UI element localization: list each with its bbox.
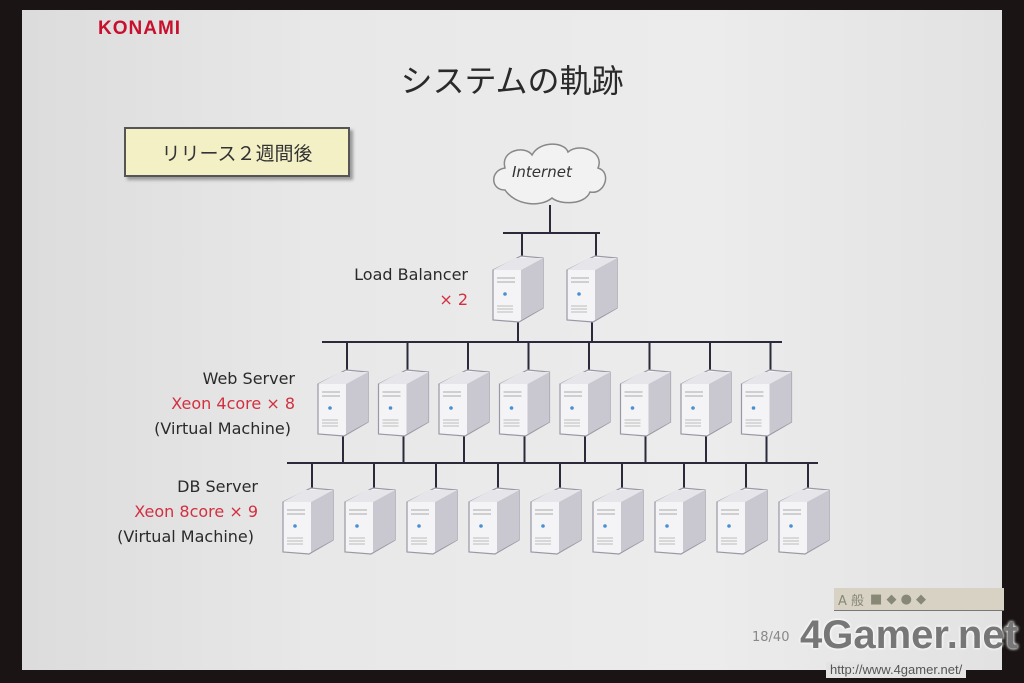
watermark-url: http://www.4gamer.net/ <box>826 662 967 678</box>
db-server-icon <box>592 487 644 555</box>
web-server-icon <box>619 369 672 437</box>
web-server-icon <box>680 369 732 437</box>
web-server-icon <box>498 369 551 437</box>
db-server-icon <box>778 487 830 555</box>
db-server-note: (Virtual Machine) <box>117 527 254 546</box>
rating-label: A 般 <box>838 593 865 609</box>
watermark-logo: 4Gamer.net <box>800 613 1018 657</box>
web-server-note: (Virtual Machine) <box>154 419 291 438</box>
release-badge: リリース２週間後 <box>124 127 350 177</box>
web-server-icon <box>377 369 430 437</box>
internet-cloud-icon <box>493 143 607 205</box>
web-server-label: Web Server <box>202 369 295 388</box>
web-server-icon <box>438 369 490 437</box>
load-balancer-count: × 2 <box>439 290 468 309</box>
db-server-icon <box>406 487 458 555</box>
db-server-spec: Xeon 8core × 9 <box>134 502 258 521</box>
load-balancer-icon <box>566 255 618 323</box>
db-server-icon <box>344 487 396 555</box>
db-server-label: DB Server <box>177 477 258 496</box>
konami-logo: KONAMI <box>98 18 182 39</box>
load-balancer-icon <box>492 255 544 323</box>
web-server-icon <box>740 369 793 437</box>
slide <box>22 10 1002 670</box>
db-server-icon <box>654 487 706 555</box>
web-server-icon <box>317 369 369 437</box>
internet-label: Internet <box>512 163 572 181</box>
web-server-spec: Xeon 4core × 8 <box>171 394 295 413</box>
db-server-icon <box>282 487 334 555</box>
db-server-icon <box>530 487 582 555</box>
slide-title: システムの軌跡 <box>400 62 624 100</box>
web-server-icon <box>559 369 611 437</box>
page-number: 18/40 <box>752 630 790 645</box>
db-server-icon <box>468 487 520 555</box>
load-balancer-label: Load Balancer <box>354 265 468 284</box>
content-icons: ■ ◆ ● ◆ <box>870 591 927 607</box>
rating-icons: A 般 ■ ◆ ● ◆ <box>834 588 1004 611</box>
db-server-icon <box>716 487 768 555</box>
